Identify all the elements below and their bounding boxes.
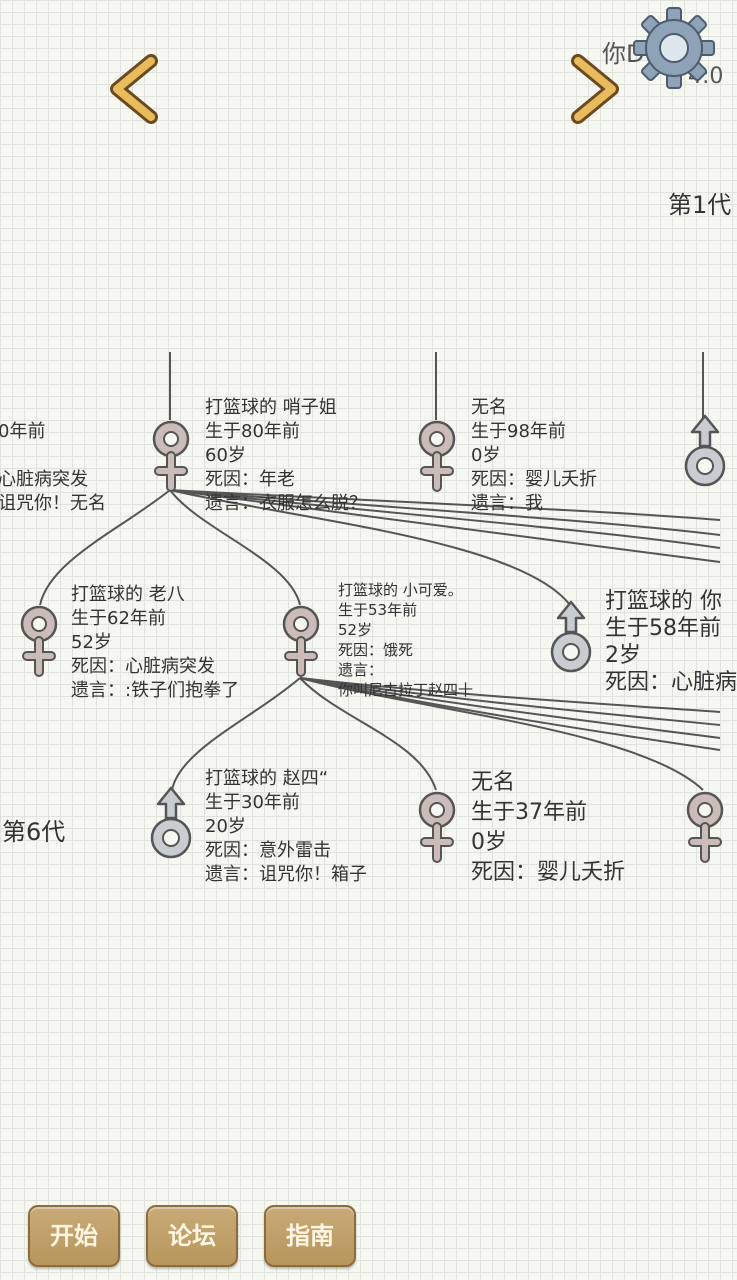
person-age: 2岁 xyxy=(605,643,641,668)
person-info-g1: 打篮球的 赵四“ 生于30年前 20岁 死因：意外雷击 遗言：诅咒你！箱子 xyxy=(205,767,367,887)
person-death-cause: 死因：年老 xyxy=(205,469,295,490)
male-symbol-icon[interactable] xyxy=(682,412,728,492)
info-line xyxy=(0,444,106,468)
branch-line xyxy=(169,489,721,549)
person-last-words: 遗言：诅咒你！箱子 xyxy=(205,864,367,885)
forum-button[interactable]: 论坛 xyxy=(146,1205,238,1267)
branch-line xyxy=(169,489,721,536)
branch-line xyxy=(299,677,721,751)
person-age: 0岁 xyxy=(471,445,501,466)
person-info-g2: 无名 生于37年前 0岁 死因：婴儿夭折 xyxy=(471,768,625,888)
person-age: 52岁 xyxy=(71,632,112,653)
generation-label-bottom: 第6代 xyxy=(2,818,66,846)
person-last-words: 遗言： xyxy=(338,661,384,679)
person-age: 52岁 xyxy=(338,621,373,639)
branch-line xyxy=(299,677,437,791)
person-age: 60岁 xyxy=(205,445,246,466)
female-symbol-icon[interactable] xyxy=(148,415,194,495)
person-last-words: 遗言：:铁子们抱拳了 xyxy=(71,680,240,701)
branch-line xyxy=(39,489,171,606)
branch-line xyxy=(299,677,721,713)
person-age: 0岁 xyxy=(471,830,507,855)
person-name: 打篮球的 小可爱。 xyxy=(338,581,463,599)
info-line: 诅咒你！无名 xyxy=(0,493,106,514)
person-info-c1: 打篮球的 老八 生于62年前 52岁 死因：心脏病突发 遗言：:铁子们抱拳了 xyxy=(71,583,239,703)
person-info-left-partial: 0年前 心脏病突发 诅咒你！无名 xyxy=(0,420,106,516)
person-name: 打篮球的 你 xyxy=(605,589,722,614)
settings-gear-icon[interactable] xyxy=(632,6,716,90)
male-symbol-icon[interactable] xyxy=(148,784,194,864)
person-name: 无名 xyxy=(471,397,507,418)
person-birth: 生于58年前 xyxy=(605,616,721,641)
info-line: 0年前 xyxy=(0,421,46,442)
female-symbol-icon[interactable] xyxy=(682,786,728,866)
person-death-cause: 死因：婴儿夭折 xyxy=(471,469,597,490)
female-symbol-icon[interactable] xyxy=(16,600,62,680)
person-info-c3: 打篮球的 你 生于58年前 2岁 死因：心脏病 xyxy=(605,588,737,696)
person-death-cause: 死因：心脏病突发 xyxy=(71,656,215,677)
person-birth: 生于80年前 xyxy=(205,421,300,442)
person-birth: 生于98年前 xyxy=(471,421,566,442)
person-death-cause: 死因：心脏病 xyxy=(605,670,737,695)
branch-line xyxy=(169,489,721,563)
branch-line xyxy=(169,489,721,521)
female-symbol-icon[interactable] xyxy=(278,600,324,680)
person-name: 打篮球的 老八 xyxy=(71,584,185,605)
female-symbol-icon[interactable] xyxy=(414,786,460,866)
person-name: 无名 xyxy=(471,770,516,795)
branch-line xyxy=(299,677,704,791)
person-birth: 生于53年前 xyxy=(338,601,418,619)
person-age: 20岁 xyxy=(205,816,246,837)
person-birth: 生于62年前 xyxy=(71,608,166,629)
person-birth: 生于37年前 xyxy=(471,800,587,825)
branch-line xyxy=(299,677,721,726)
person-info-c2: 打篮球的 小可爱。 生于53年前 52岁 死因：饿死 遗言： 你叫尼古拉丁赵四十 xyxy=(338,580,473,700)
branch-line xyxy=(169,489,301,606)
next-arrow-icon[interactable] xyxy=(560,54,630,125)
branch-line xyxy=(169,489,571,606)
person-info-p1: 打篮球的 哨子姐 生于80年前 60岁 死因：年老 遗言：衣服怎么脱？ xyxy=(205,396,367,516)
branch-line xyxy=(299,677,721,739)
person-birth: 生于30年前 xyxy=(205,792,300,813)
person-name: 打篮球的 赵四“ xyxy=(205,768,329,789)
guide-button[interactable]: 指南 xyxy=(264,1205,356,1267)
tree-lines xyxy=(39,352,721,791)
person-last-words: 遗言：我 xyxy=(471,493,543,514)
person-info-p2: 无名 生于98年前 0岁 死因：婴儿夭折 遗言：我 xyxy=(471,396,597,516)
male-symbol-icon[interactable] xyxy=(548,598,594,678)
info-line: 心脏病突发 xyxy=(0,469,88,490)
person-death-cause: 死因：饿死 xyxy=(338,641,414,659)
person-last-words-cont: 你叫尼古拉丁赵四十 xyxy=(338,681,474,699)
person-death-cause: 死因：意外雷击 xyxy=(205,840,331,861)
female-symbol-icon[interactable] xyxy=(414,415,460,495)
person-last-words: 遗言：衣服怎么脱？ xyxy=(205,493,367,514)
previous-arrow-icon[interactable] xyxy=(105,54,175,125)
person-death-cause: 死因：婴儿夭折 xyxy=(471,860,626,885)
start-button[interactable]: 开始 xyxy=(28,1205,120,1267)
generation-label-top: 第1代 xyxy=(668,191,732,219)
person-name: 打篮球的 哨子姐 xyxy=(205,397,337,418)
branch-line xyxy=(171,677,301,791)
